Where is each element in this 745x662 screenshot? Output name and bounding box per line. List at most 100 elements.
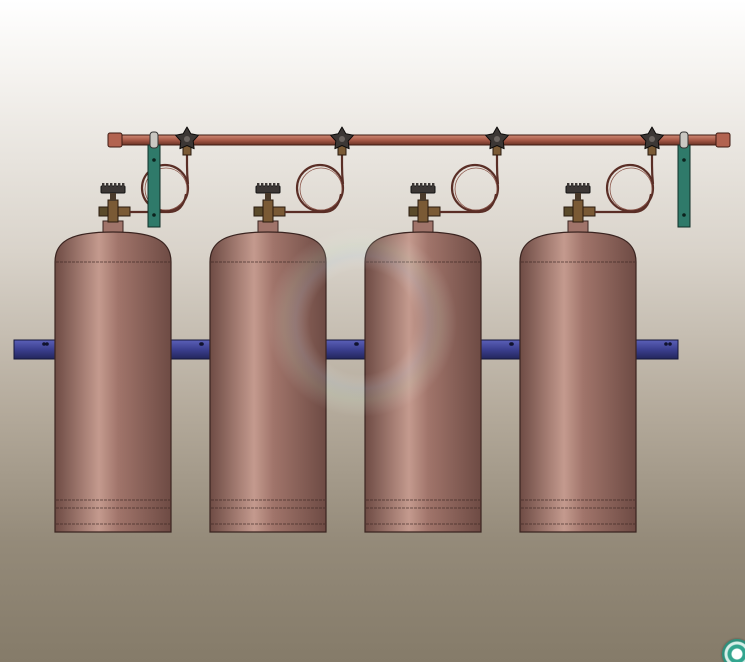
valve-outlet <box>117 206 131 217</box>
hose-coil-inner <box>609 167 653 211</box>
coiled-hose-icon <box>285 152 345 214</box>
handwheel-knurl <box>273 183 276 188</box>
valve-hub <box>494 136 500 142</box>
valve-handwheel <box>100 185 126 194</box>
handwheel-knurl <box>424 183 427 188</box>
hose-coil-inner <box>144 167 188 211</box>
valve-stem <box>417 199 429 223</box>
manifold <box>107 126 731 228</box>
hose-lead-upper <box>650 152 655 185</box>
bracket-hole <box>152 158 156 162</box>
handwheel-knurl <box>416 183 419 188</box>
cylinder-body <box>519 231 637 533</box>
bolt-hole <box>668 342 672 346</box>
hose-lead-lower <box>130 193 188 214</box>
handwheel-knurl <box>261 183 264 188</box>
support-bar-segment <box>480 339 521 360</box>
support-bar <box>13 339 56 360</box>
hose-lead-lower <box>440 193 498 214</box>
valve-stem <box>262 199 274 223</box>
handwheel-knurl <box>102 183 105 188</box>
valve-side-port <box>253 206 264 217</box>
handwheel-knurl <box>110 183 113 188</box>
handwheel-valve-icon <box>330 126 354 156</box>
handwheel-valve-icon <box>485 126 509 156</box>
handwheel-valve-icon <box>175 126 199 156</box>
gas-cylinder-icon <box>54 183 172 533</box>
support-bar <box>480 339 521 360</box>
handwheel-knurl <box>114 183 117 188</box>
handwheel-knurl <box>412 183 415 188</box>
bolt-hole <box>42 342 46 346</box>
coiled-hose-icon <box>595 152 655 214</box>
handwheel-knurl <box>265 183 268 188</box>
coiled-hose-icon <box>440 152 500 214</box>
handwheel-knurl <box>428 183 431 188</box>
bolt-hole <box>45 342 49 346</box>
bolt-hole <box>200 342 204 346</box>
handwheel-knurl <box>587 183 590 188</box>
valve-handwheel <box>255 185 281 194</box>
hose-lead-upper <box>495 152 500 185</box>
valve-stem <box>107 199 119 223</box>
wall-bracket-icon <box>677 131 691 228</box>
support-bar-segment <box>635 339 679 360</box>
support-bar <box>170 339 211 360</box>
handwheel-knurl <box>257 183 260 188</box>
valve-hub <box>184 136 190 142</box>
handwheel-knurl <box>575 183 578 188</box>
valve-side-port <box>98 206 109 217</box>
valve-side-port <box>563 206 574 217</box>
bolt-hole <box>510 342 514 346</box>
bolt-hole <box>664 342 668 346</box>
valve-outlet <box>427 206 441 217</box>
valve-outlet <box>272 206 286 217</box>
wall-bracket-icon <box>147 131 161 228</box>
handwheel-valve-icon <box>408 183 441 223</box>
handwheel-knurl <box>106 183 109 188</box>
lens-glare <box>267 227 457 417</box>
pipe-end-fitting-right <box>715 132 731 148</box>
manifold-pipe <box>109 134 731 146</box>
valve-spindle <box>420 193 426 201</box>
view-orientation-icon[interactable] <box>722 639 745 662</box>
hose-lead-lower <box>595 193 653 214</box>
handwheel-knurl <box>579 183 582 188</box>
valve-side-port <box>408 206 419 217</box>
pipe-end-fitting-left <box>107 132 123 148</box>
hose-coil-inner <box>454 167 498 211</box>
hose-lead-upper <box>185 152 190 185</box>
support-bar-segment <box>13 339 56 360</box>
support-bar <box>635 339 679 360</box>
handwheel-valve-icon <box>563 183 596 223</box>
pipe-clamp <box>149 131 159 149</box>
handwheel-knurl <box>277 183 280 188</box>
handwheel-valve-icon <box>253 183 286 223</box>
handwheel-knurl <box>269 183 272 188</box>
gas-cylinder-icon <box>519 183 637 533</box>
valve-spindle <box>575 193 581 201</box>
valve-stem <box>572 199 584 223</box>
handwheel-knurl <box>567 183 570 188</box>
coiled-hose-icon <box>130 152 190 214</box>
valve-hub <box>339 136 345 142</box>
valve-hub <box>649 136 655 142</box>
valve-outlet <box>582 206 596 217</box>
valve-spindle <box>265 193 271 201</box>
handwheel-valve-icon <box>98 183 131 223</box>
valve-handwheel <box>565 185 591 194</box>
pipe-clamp <box>679 131 689 149</box>
handwheel-knurl <box>583 183 586 188</box>
handwheel-knurl <box>571 183 574 188</box>
support-bar-segment <box>170 339 211 360</box>
valve-handwheel <box>410 185 436 194</box>
handwheel-knurl <box>420 183 423 188</box>
handwheel-knurl <box>432 183 435 188</box>
handwheel-knurl <box>118 183 121 188</box>
hose-coil-inner <box>299 167 343 211</box>
bracket-hole <box>682 158 686 162</box>
hoses <box>130 152 655 214</box>
handwheel-knurl <box>122 183 125 188</box>
